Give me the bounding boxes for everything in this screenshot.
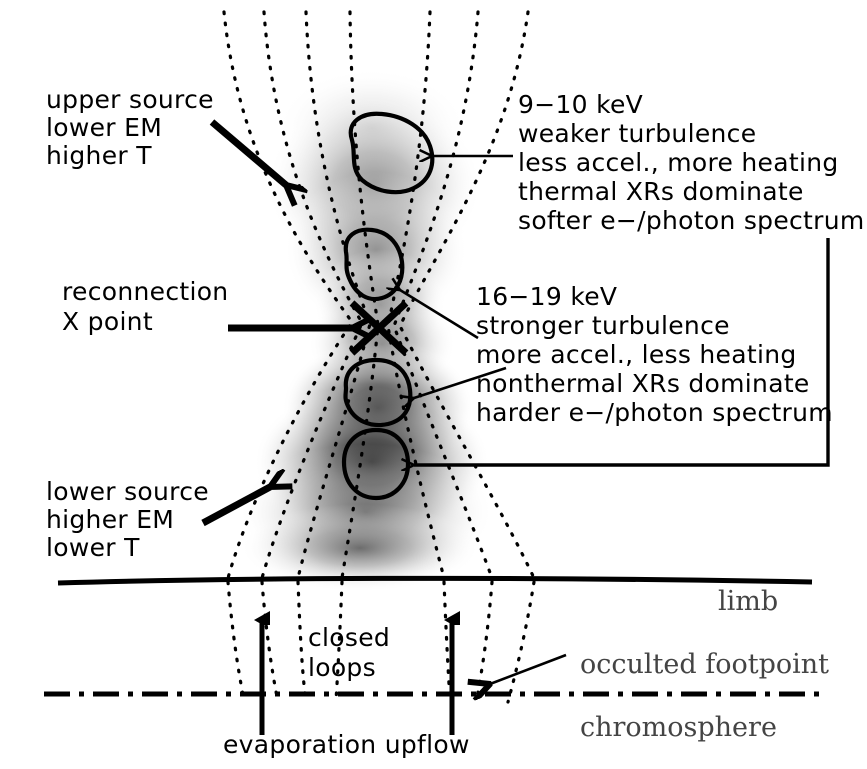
lower-annotation-line-1: 16−19 keV [476, 282, 617, 311]
source-blob-1 [348, 111, 435, 195]
closed-loops-line-2: loops [308, 653, 376, 682]
limb-label: limb [718, 586, 778, 617]
lower-source-line-1: lower source [46, 477, 209, 506]
source4-bracket [414, 238, 830, 465]
upper-annotation-line-1: 9−10 keV [518, 90, 643, 119]
upper-annotation-line-5: softer e−/photon spectrum [518, 206, 865, 235]
lower-source-label: lower source higher EM lower T [46, 477, 209, 562]
reconnection-label: reconnection X point [62, 277, 228, 336]
upper-source-line-1: upper source [46, 85, 214, 114]
evaporation-upflow-label: evaporation upflow [223, 730, 470, 759]
lower-annotation-line-3: more accel., less heating [476, 340, 797, 369]
upper-source-label: upper source lower EM higher T [46, 85, 214, 170]
lower-source-line-3: lower T [46, 533, 140, 562]
lower-annotation-leader [400, 290, 479, 340]
closed-loops-line-1: closed [308, 623, 390, 652]
upper-source-line-3: higher T [46, 141, 152, 170]
lower-annotation-block: 16−19 keV stronger turbulence more accel… [476, 282, 833, 427]
loop-leg-5 [442, 580, 452, 702]
x-point-marker [349, 300, 409, 356]
limb-line [57, 575, 813, 586]
source-blob-3 [343, 357, 413, 428]
upper-source-arrow [209, 119, 286, 185]
chromosphere-label: chromosphere [580, 712, 777, 743]
reconnection-line-2: X point [62, 307, 153, 336]
source3-leader [414, 366, 507, 398]
upper-annotation-line-3: less accel., more heating [518, 148, 839, 177]
loop-leg-4 [334, 580, 344, 702]
lower-annotation-line-5: harder e−/photon spectrum [476, 398, 833, 427]
lower-annotation-line-2: stronger turbulence [476, 311, 730, 340]
upper-source-line-2: lower EM [46, 113, 162, 142]
occulted-footpoint-label: occulted footpoint [580, 649, 829, 680]
upper-annotation-line-4: thermal XRs dominate [518, 177, 804, 206]
lower-source-arrow [201, 487, 270, 527]
upper-annotation-line-2: weaker turbulence [518, 119, 756, 148]
lower-annotation-line-4: nonthermal XRs dominate [476, 369, 810, 398]
reconnection-line-1: reconnection [62, 277, 228, 306]
loop-leg-1 [226, 580, 246, 702]
upper-annotation-block: 9−10 keV weaker turbulence less accel., … [518, 90, 865, 235]
closed-loops-label: closed loops [308, 623, 390, 682]
occulted-footpoint-arrow [490, 653, 567, 684]
lower-source-line-2: higher EM [46, 505, 174, 534]
